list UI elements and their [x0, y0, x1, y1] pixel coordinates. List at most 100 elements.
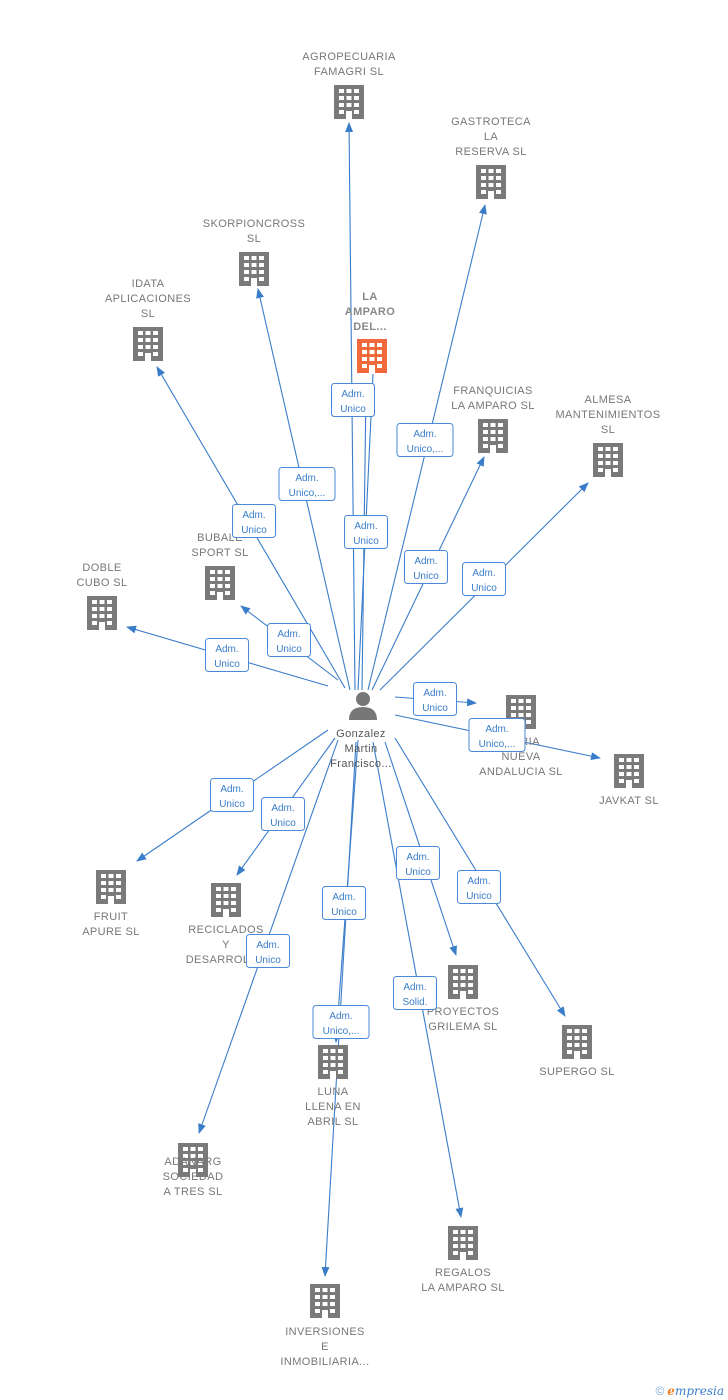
relation-label-text: Unico — [413, 571, 439, 582]
relation-label-text: Unico — [255, 955, 281, 966]
relation-label-text: Adm. — [354, 521, 377, 532]
relation-label-text: Unico — [471, 583, 497, 594]
relation-label-box — [261, 797, 305, 831]
relation-label-text: Adm. — [215, 644, 238, 655]
relation-labels-layer: Adm.UnicoAdm.UnicoAdm.UnicoAdm.Unico,...… — [205, 383, 526, 1039]
relation-label-text: Unico — [276, 644, 302, 655]
relation-label-box — [205, 638, 249, 672]
relation-label-javkat[interactable]: Adm.Unico,... — [468, 718, 526, 752]
relation-label-box — [457, 870, 501, 904]
relation-label-box — [267, 623, 311, 657]
relation-label-doble[interactable]: Adm. Unico — [205, 638, 249, 672]
relation-label-text: Unico — [270, 818, 296, 829]
relation-label-idata[interactable]: Adm. Unico — [232, 504, 276, 538]
relation-label-box — [404, 550, 448, 584]
relation-label-bubale[interactable]: Adm.Unico — [267, 623, 311, 657]
relation-label-regalos[interactable]: Adm.Solid. — [393, 976, 437, 1010]
company-javkat-label: JAVKAT SL — [599, 795, 659, 807]
relation-label-text: Unico — [331, 907, 357, 918]
relation-label-skorpioncross[interactable]: Adm.Unico,... — [278, 467, 336, 501]
relation-label-proyectos[interactable]: Adm.Unico — [396, 846, 440, 880]
relation-label-cerveceria[interactable]: Adm.Unico — [413, 682, 457, 716]
relation-label-focus[interactable]: Adm. Unico — [344, 515, 388, 549]
building-icon — [87, 596, 117, 630]
relation-label-text: Adm. — [414, 556, 437, 567]
company-node-javkat[interactable]: JAVKAT SL — [599, 754, 659, 807]
relation-label-gastroteca[interactable]: Adm.Unico,... — [396, 423, 454, 457]
relation-label-text: Adm. — [332, 892, 355, 903]
relation-label-text: Adm. — [242, 510, 265, 521]
relation-label-fruit[interactable]: Adm. Unico — [210, 778, 254, 812]
company-supergo-label: SUPERGO SL — [539, 1066, 615, 1078]
relation-label-text: Unico,... — [407, 444, 444, 455]
relation-label-text: Adm. — [403, 982, 426, 993]
relation-label-text: Adm. — [485, 724, 508, 735]
relation-label-reciclados[interactable]: Adm. Unico — [261, 797, 305, 831]
building-icon — [205, 566, 235, 600]
relation-label-text: Adm. — [467, 876, 490, 887]
company-node-supergo[interactable]: SUPERGO SL — [539, 1025, 615, 1078]
relation-label-luna[interactable]: Adm. Unico — [322, 886, 366, 920]
relation-label-text: Adm. — [220, 784, 243, 795]
relation-label-box — [468, 718, 526, 752]
relation-label-box — [396, 423, 454, 457]
relation-label-text: Unico — [214, 659, 240, 670]
relation-label-text: Unico — [241, 525, 267, 536]
focus-building-icon — [357, 339, 387, 373]
relation-label-supergo[interactable]: Adm.Unico — [457, 870, 501, 904]
relation-label-box — [396, 846, 440, 880]
relation-label-adanarg[interactable]: Adm.Unico — [246, 934, 290, 968]
relation-label-franquicias[interactable]: Adm. Unico — [404, 550, 448, 584]
person-icon — [349, 692, 377, 720]
relation-label-inversiones[interactable]: Adm.Unico,... — [312, 1005, 370, 1039]
relation-label-text: Unico,... — [323, 1026, 360, 1037]
relation-label-text: Adm. — [271, 803, 294, 814]
copyright-symbol: © — [655, 1384, 665, 1398]
footer-brand[interactable]: ©empresia — [655, 1384, 724, 1398]
building-icon — [334, 85, 364, 119]
relation-label-box — [232, 504, 276, 538]
building-icon — [614, 754, 644, 788]
building-icon — [133, 327, 163, 361]
building-icon — [562, 1025, 592, 1059]
relation-label-box — [344, 515, 388, 549]
relation-label-box — [246, 934, 290, 968]
relation-label-text: Unico — [219, 799, 245, 810]
relation-label-box — [322, 886, 366, 920]
relation-label-box — [331, 383, 375, 417]
brand-logo: empresia — [667, 1384, 724, 1398]
relation-label-almesa[interactable]: Adm.Unico — [462, 562, 506, 596]
building-icon — [476, 165, 506, 199]
relation-label-agropecuaria[interactable]: Adm.Unico — [331, 383, 375, 417]
relation-label-text: Unico — [353, 536, 379, 547]
building-icon — [239, 252, 269, 286]
